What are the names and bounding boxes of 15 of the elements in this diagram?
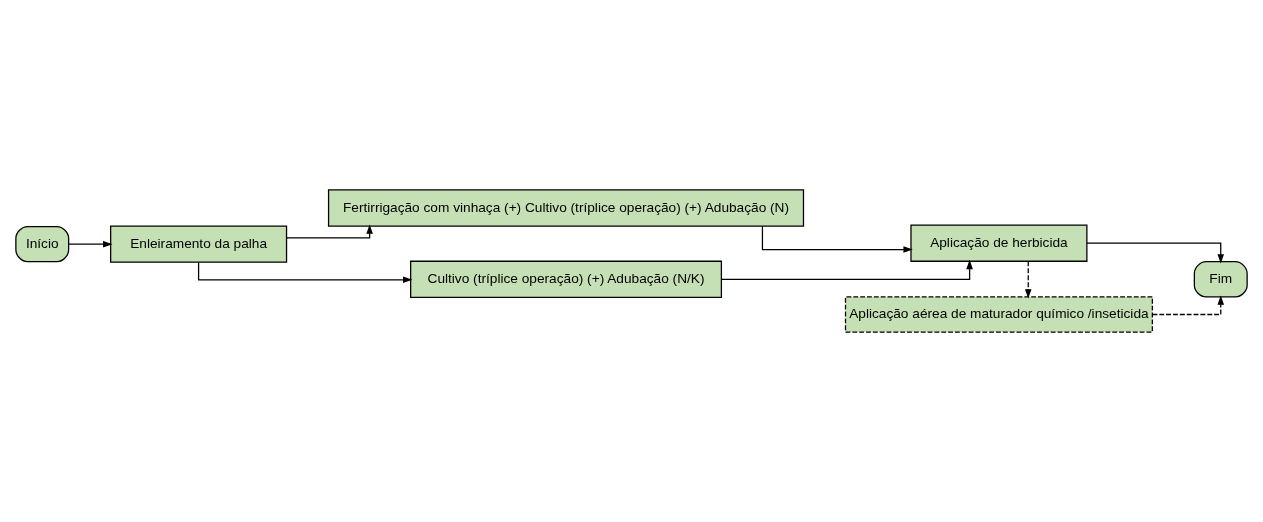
- node-box: Fertirrigação com vinhaça (+) Cultivo (tríplice operação) (+) Adubação (N): [327, 189, 805, 227]
- arrow: [720, 259, 973, 280]
- node-box: Cultivo (tríplice operação) (+) Adubação (N/K): [410, 260, 723, 299]
- node-box: Aplicação aérea de maturador químico /inseticida: [844, 296, 1153, 333]
- arrow: [285, 224, 373, 239]
- arrow: [1024, 260, 1032, 299]
- arrow: [761, 225, 913, 253]
- arrow: [197, 261, 413, 284]
- node-box: Início: [15, 225, 70, 263]
- node-box: Fim: [1193, 261, 1248, 298]
- node-box: Aplicação de herbicida: [910, 224, 1088, 262]
- arrow: [68, 240, 113, 248]
- arrow: [1151, 295, 1225, 316]
- node-box: Enleiramento da palha: [110, 225, 288, 263]
- arrow: [1086, 242, 1225, 264]
